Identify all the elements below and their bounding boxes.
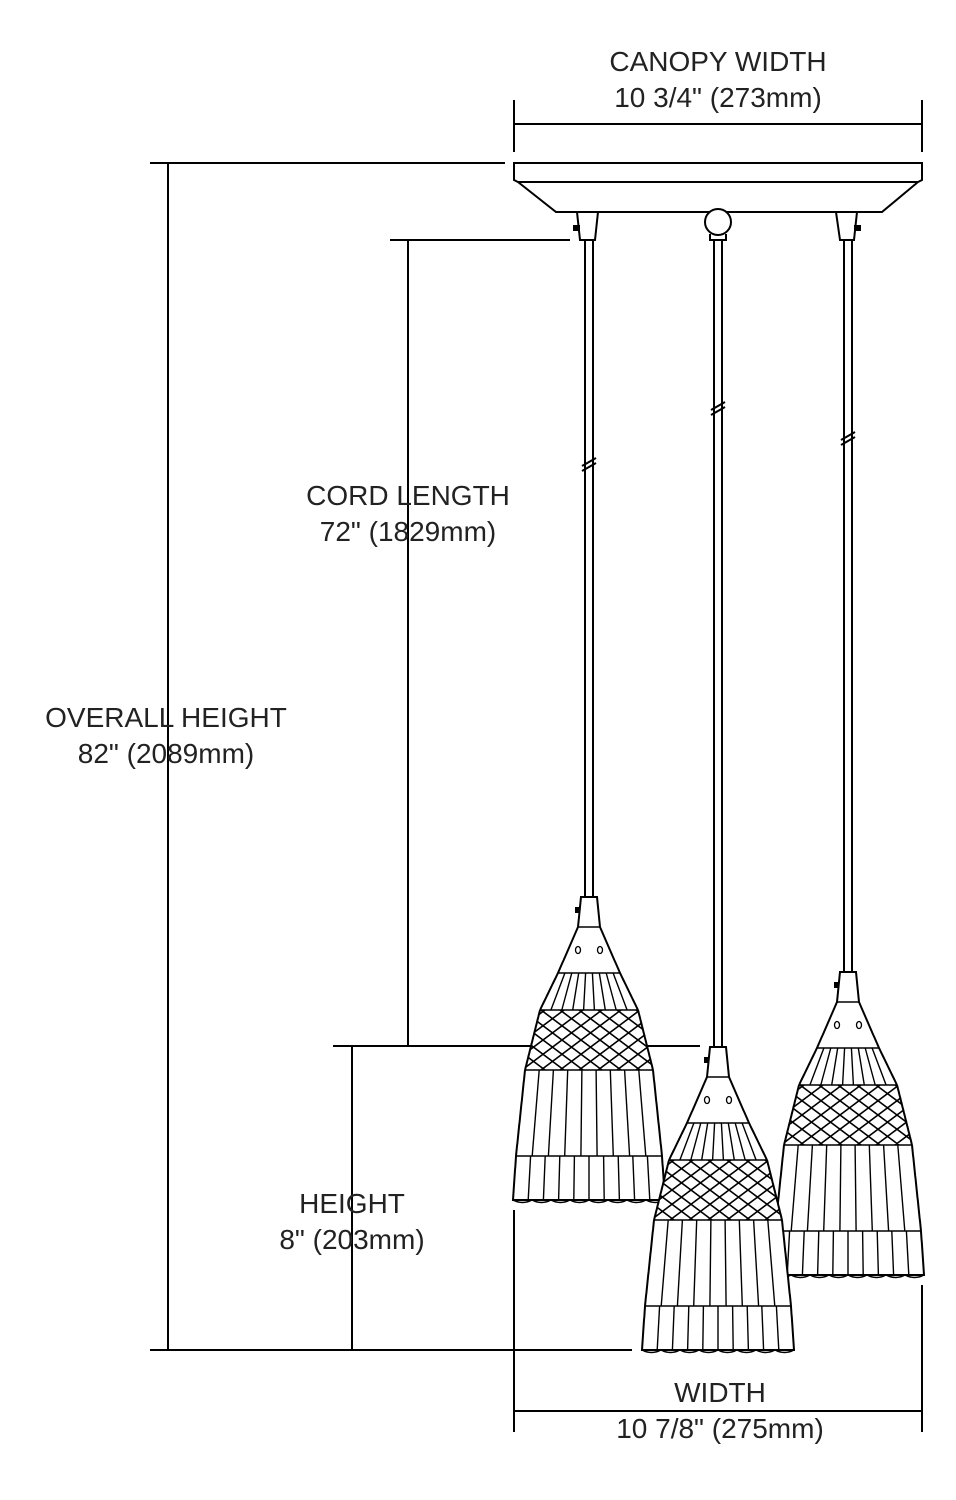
cord-length-label: CORD LENGTH 72" (1829mm) — [306, 478, 510, 550]
canopy-width-title: CANOPY WIDTH — [609, 46, 827, 77]
rib-lines — [550, 972, 628, 1011]
pendant-left — [511, 240, 667, 1204]
canopy — [513, 162, 923, 241]
rib-lines — [786, 1230, 910, 1276]
canopy-width-label: CANOPY WIDTH 10 3/4" (273mm) — [609, 44, 826, 116]
height-title: HEIGHT — [299, 1188, 405, 1219]
overall-height-value: 82" (2089mm) — [77, 738, 255, 769]
rib-lines — [656, 1305, 780, 1351]
vent-hole — [574, 945, 582, 955]
height-label: HEIGHT 8" (203mm) — [279, 1186, 424, 1258]
rib-lines — [809, 1047, 887, 1086]
width-value: 10 7/8" (275mm) — [616, 1413, 824, 1444]
cord — [843, 240, 853, 972]
width-label: WIDTH 10 7/8" (275mm) — [616, 1375, 824, 1447]
cord-length-line — [390, 239, 700, 1047]
height-value: 8" (203mm) — [279, 1224, 425, 1255]
set-screw — [575, 907, 582, 913]
pendant-center — [640, 240, 796, 1354]
width-line — [513, 1210, 923, 1432]
rib-lines — [531, 1069, 647, 1157]
set-screw — [704, 1057, 711, 1063]
cord-break-mark — [840, 431, 856, 446]
lattice-pattern — [525, 1010, 653, 1070]
overall-height-line — [150, 162, 632, 1351]
rib-lines — [679, 1122, 757, 1161]
pendant-right — [770, 240, 926, 1279]
cord-grip-left — [576, 211, 599, 241]
cord-break-mark — [581, 457, 597, 472]
rib-lines — [527, 1155, 651, 1201]
vent-hole — [596, 945, 604, 955]
rib-lines — [790, 1144, 906, 1232]
cord — [713, 240, 723, 1047]
lattice-pattern — [654, 1160, 782, 1220]
cord-length-title: CORD LENGTH — [306, 480, 510, 511]
overall-height-title: OVERALL HEIGHT — [45, 702, 287, 733]
cord-break-mark — [710, 401, 726, 416]
width-title: WIDTH — [674, 1377, 766, 1408]
height-line — [333, 1045, 390, 1350]
cord-length-value: 72" (1829mm) — [319, 516, 497, 547]
vent-hole — [703, 1095, 711, 1105]
cord — [584, 240, 594, 897]
lattice-pattern — [784, 1085, 912, 1145]
canopy-center-ball — [704, 208, 732, 236]
canopy-width-line — [513, 100, 923, 152]
vent-hole — [725, 1095, 733, 1105]
vent-hole — [833, 1020, 841, 1030]
rib-lines — [660, 1219, 776, 1307]
canopy-width-value: 10 3/4" (273mm) — [614, 82, 822, 113]
cord-grip-right — [835, 211, 858, 241]
vent-hole — [855, 1020, 863, 1030]
overall-height-label: OVERALL HEIGHT 82" (2089mm) — [45, 700, 287, 772]
set-screw — [834, 982, 841, 988]
dimension-lines — [150, 100, 923, 1432]
